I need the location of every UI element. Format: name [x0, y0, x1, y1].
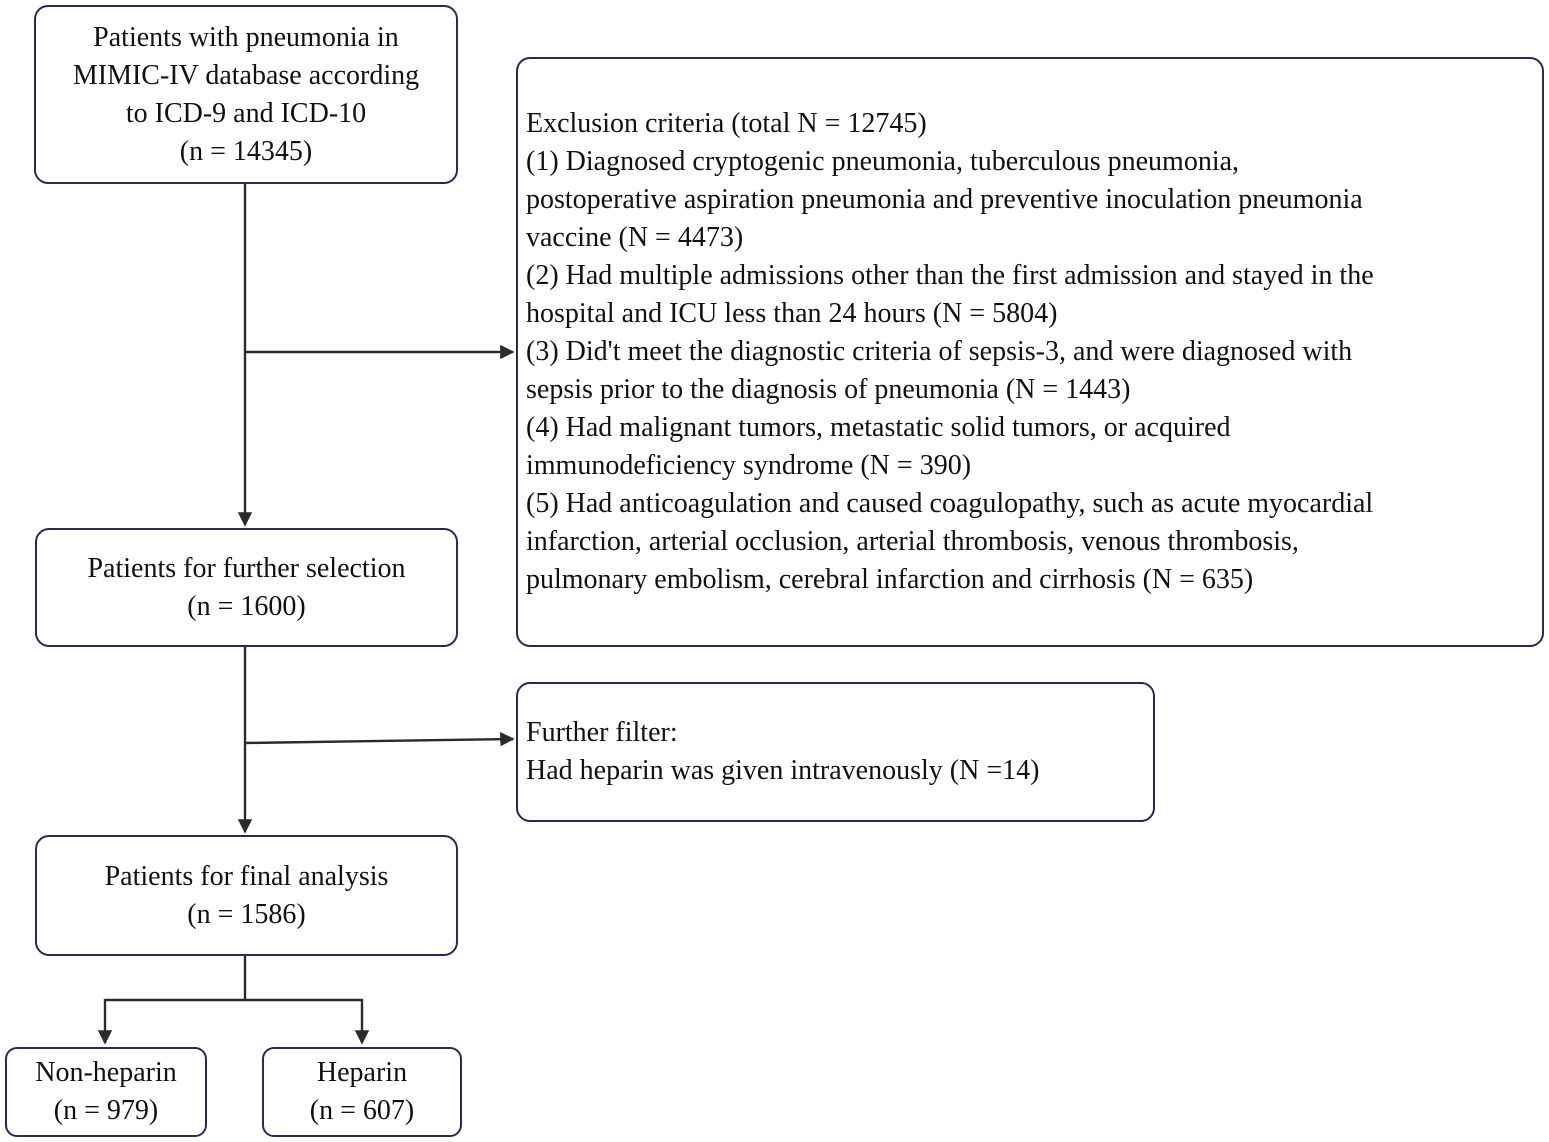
- text-line: (1) Diagnosed cryptogenic pneumonia, tub…: [526, 146, 1240, 177]
- text-line: Patients with pneumonia in: [93, 21, 399, 53]
- text-line: (n = 14345): [179, 135, 313, 167]
- final-analysis-box: Patients for final analysis (n = 1586): [35, 835, 458, 956]
- text-line: Exclusion criteria (total N = 12745): [526, 108, 927, 139]
- heparin-group-box: Heparin (n = 607): [262, 1047, 462, 1137]
- text-line: (n = 979): [53, 1095, 159, 1126]
- text-line: (5) Had anticoagulation and caused coagu…: [526, 488, 1374, 519]
- further-filter-box: Further filter: Had heparin was given int…: [516, 682, 1155, 822]
- text-line: (n = 1586): [187, 898, 306, 930]
- text-line: Patients for further selection: [87, 552, 406, 584]
- text-line: Further filter:: [526, 717, 678, 748]
- text-line: (3) Did't meet the diagnostic criteria o…: [526, 336, 1353, 367]
- text-line: immunodeficiency syndrome (N = 390): [526, 450, 972, 481]
- text-line: postoperative aspiration pneumonia and p…: [526, 184, 1363, 215]
- text-line: Had heparin was given intravenously (N =…: [526, 755, 1040, 786]
- text-line: Non-heparin: [35, 1057, 177, 1088]
- text-line: MIMIC-IV database according: [72, 59, 420, 91]
- further-selection-box: Patients for further selection (n = 1600): [35, 528, 458, 647]
- text-line: (2) Had multiple admissions other than t…: [526, 260, 1374, 291]
- source-population-box: Patients with pneumonia in MIMIC-IV datab…: [34, 5, 458, 184]
- text-line: Patients for final analysis: [104, 860, 389, 892]
- exclusion-criteria-box: Exclusion criteria (total N = 12745) (1) …: [516, 57, 1544, 647]
- text-line: infarction, arterial occlusion, arterial…: [526, 526, 1299, 557]
- non-heparin-group-box: Non-heparin (n = 979): [5, 1047, 207, 1137]
- text-line: vaccine (N = 4473): [526, 222, 744, 253]
- arrow-to-further-filter: [244, 731, 515, 747]
- text-line: (n = 1600): [187, 590, 306, 622]
- text-line: hospital and ICU less than 24 hours (N =…: [526, 298, 1058, 329]
- text-line: (n = 607): [309, 1095, 415, 1126]
- text-line: (4) Had malignant tumors, metastatic sol…: [526, 412, 1231, 443]
- text-line: to ICD-9 and ICD-10: [125, 97, 367, 129]
- text-line: Heparin: [316, 1057, 408, 1088]
- text-line: sepsis prior to the diagnosis of pneumon…: [526, 374, 1131, 405]
- text-line: pulmonary embolism, cerebral infarction …: [526, 564, 1254, 595]
